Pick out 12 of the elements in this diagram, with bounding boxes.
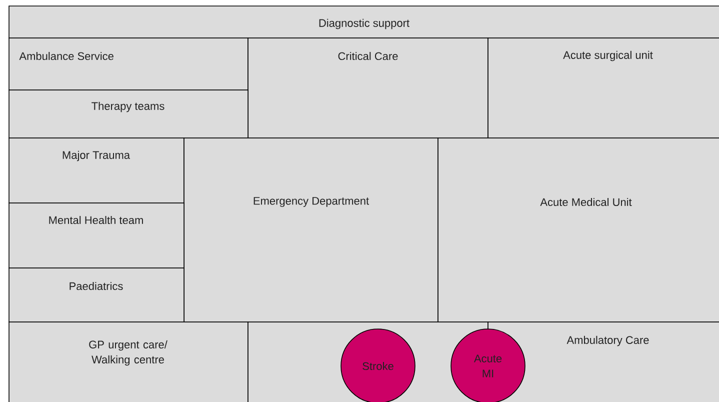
- cell-box: Ambulance Service: [8, 38, 248, 90]
- cell-box: Major Trauma: [8, 138, 184, 204]
- node-label: Acute Medical Unit: [540, 198, 632, 206]
- cell-box: Diagnostic support: [8, 6, 719, 38]
- cell-box: Mental Health team: [8, 202, 184, 268]
- cell-box: Paediatrics: [8, 268, 184, 322]
- cell-box: Critical Care: [248, 38, 488, 138]
- node-label: Acute surgical unit: [563, 50, 653, 62]
- cell-box: Therapy teams: [8, 90, 248, 138]
- cell-box: GP urgent care/ Walking centre: [8, 322, 248, 402]
- node-label: Stroke: [362, 362, 394, 370]
- cell-box: Acute surgical unit: [488, 38, 719, 138]
